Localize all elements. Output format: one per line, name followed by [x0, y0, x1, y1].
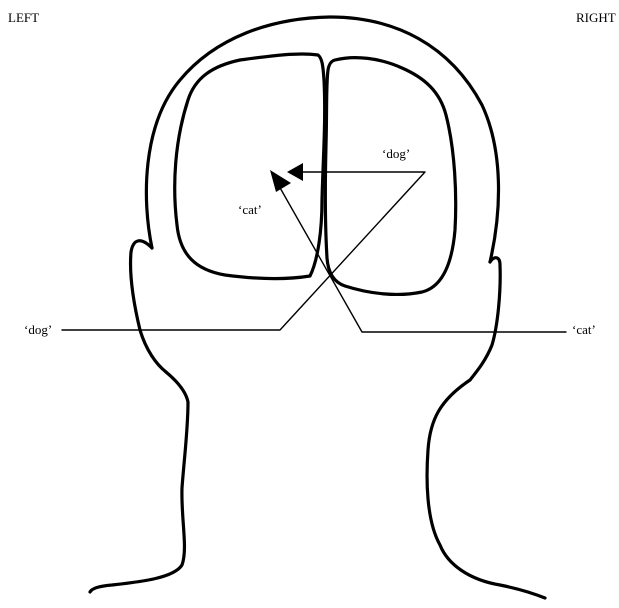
right-ear-outline — [470, 258, 500, 380]
neck-left-outline — [90, 372, 188, 592]
dog-pathway — [62, 163, 425, 330]
cat-pathway — [270, 170, 566, 332]
dog-left-field-label: ‘dog’ — [24, 322, 52, 337]
neck-right-outline — [427, 380, 545, 598]
cat-arrowhead — [270, 170, 291, 192]
cat-left-hemisphere-label: ‘cat’ — [238, 202, 262, 217]
dog-pathway-line — [62, 172, 425, 330]
dog-right-hemisphere-label: ‘dog’ — [382, 146, 410, 161]
head-outline — [90, 17, 545, 598]
right-side-label: RIGHT — [576, 10, 616, 25]
dog-arrowhead — [287, 163, 303, 181]
left-ear-outline — [131, 241, 166, 372]
cat-right-field-label: ‘cat’ — [572, 322, 596, 337]
left-side-label: LEFT — [8, 10, 39, 25]
